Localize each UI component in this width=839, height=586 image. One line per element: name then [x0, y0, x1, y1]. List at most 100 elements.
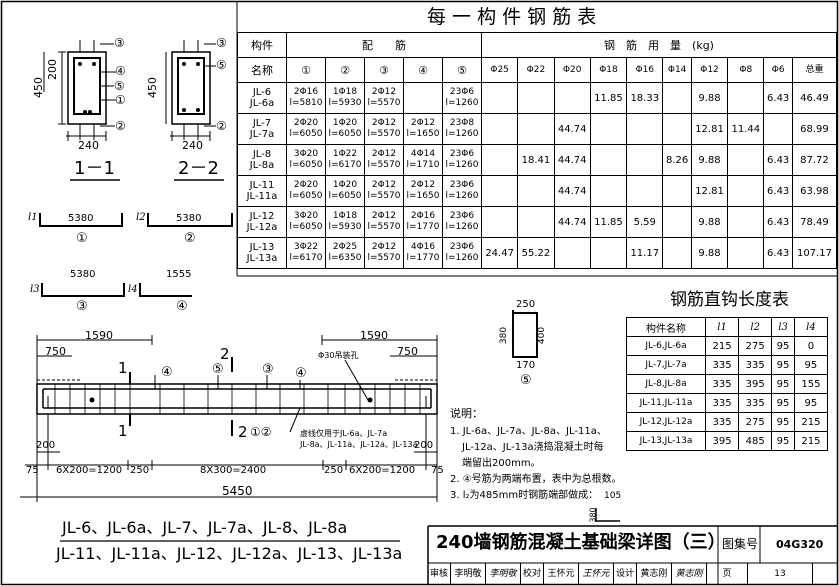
hook-cell: JL-12,JL-12a [626, 412, 706, 432]
callout-4-s1: ④ [115, 64, 126, 78]
rebar-th-bar-2: ② [325, 57, 365, 83]
rebar-th-diam-5: Φ14 [662, 57, 692, 83]
hook-cell: JL-11,JL-11a [626, 393, 706, 413]
bar2-circle: ② [184, 231, 196, 246]
rebar-weight-cell [727, 82, 765, 114]
hook-cell: 485 [738, 431, 773, 451]
signature-cell: 审核 [428, 563, 451, 585]
dim-450-s1: 450 [32, 77, 45, 98]
hook-cell: JL-6,JL-6a [626, 336, 706, 356]
elev-callout-4: ④ [161, 365, 173, 380]
rebar-th-diam-4: Φ16 [626, 57, 664, 83]
hook-cell: 215 [793, 431, 829, 451]
rebar-bar-cell: 2Φ16 l=1770 [403, 206, 443, 238]
section-2-marks: ①② [250, 425, 272, 439]
rebar-weight-cell: 9.88 [690, 237, 729, 269]
hook-cell: 335 [738, 355, 773, 375]
rebar-table-title: 每 一 构 件 钢 筋 表 [427, 6, 597, 28]
dim-seg3: 8X300=2400 [200, 465, 267, 476]
dim-750-right: 750 [397, 345, 418, 358]
rebar-weight-cell: 9.88 [690, 82, 729, 114]
rebar-bar-cell: 23Φ6 l=1260 [442, 144, 482, 176]
hook-cell: 95 [793, 355, 829, 375]
hook-cell: 95 [771, 374, 795, 394]
rebar-weight-cell [727, 175, 765, 207]
rebar-weight-cell: 9.88 [690, 144, 729, 176]
rebar-bar-cell: 1Φ22 l=6170 [325, 144, 365, 176]
rebar-weight-cell [589, 113, 628, 145]
rebar-bar-cell: 2Φ12 l=5570 [364, 82, 404, 114]
rebar-th-diam-1: Φ22 [517, 57, 555, 83]
note-3: 3. l₂为485mm时钢筋端部做成： [450, 490, 599, 501]
signature-cell: 李明敬 [486, 563, 521, 585]
note-3-dim-b: 380 [588, 507, 598, 523]
rebar-weight-cell [517, 113, 555, 145]
signature-cell: 黄志刚 [672, 563, 707, 585]
rebar-weight-cell [626, 144, 664, 176]
hook-th-0: 构件名称 [626, 317, 706, 337]
rebar-th-name: 名称 [237, 57, 287, 83]
rebar-bar-cell: 23Φ6 l=1260 [442, 82, 482, 114]
callout-3-s2: ③ [216, 36, 227, 50]
rebar-bar-cell: 2Φ12 l=5570 [364, 237, 404, 269]
hook-cell: 335 [704, 374, 740, 394]
rebar-weight-cell: 12.81 [690, 113, 729, 145]
bar1-length: 5380 [68, 213, 94, 224]
hook-table-title: 钢筋直钩长度表 [670, 290, 789, 310]
rebar-weight-cell [662, 113, 692, 145]
rebar-weight-cell [763, 113, 793, 145]
rebar-th-diam-0: Φ25 [480, 57, 519, 83]
rebar-bar-cell: 2Φ12 l=5570 [364, 113, 404, 145]
rebar-bar-cell: 23Φ6 l=1260 [442, 175, 482, 207]
stirrup-hook: 170 [516, 360, 536, 371]
rebar-th-usage: 钢 筋 用 量 (kg) [481, 32, 837, 58]
rebar-weight-cell [589, 175, 628, 207]
bar1-l: l1 [28, 212, 38, 223]
dim-seg5: 6X200=1200 [349, 465, 416, 476]
hook-th-1: l1 [704, 317, 740, 337]
rebar-bar-cell: 3Φ22 l=6170 [286, 237, 326, 269]
rebar-th-diam-9: 总重 [791, 57, 838, 83]
rebar-weight-cell [480, 206, 519, 238]
hook-cell: 95 [771, 355, 795, 375]
rebar-member-name: JL-6 JL-6a [237, 82, 287, 114]
signature-cell: 李明敬 [451, 563, 486, 585]
rebar-th-diam-8: Φ6 [763, 57, 793, 83]
signature-cell: 13 [748, 563, 813, 585]
rebar-weight-cell [626, 175, 664, 207]
dashed-note-1: 虚线仅用于JL-6a、JL-7a [300, 429, 388, 438]
dim-seg4: 250 [324, 465, 344, 476]
dim-240-s2: 240 [182, 139, 203, 152]
rebar-weight-cell: 18.41 [517, 144, 555, 176]
hook-cell: 95 [771, 412, 795, 432]
rebar-th-diam-2: Φ20 [553, 57, 591, 83]
rebar-weight-cell: 11.85 [589, 206, 628, 238]
hook-cell: 215 [704, 336, 740, 356]
stirrup-h1: 380 [499, 326, 510, 345]
section-1-1-label: 1－1 [74, 158, 115, 179]
dim-total: 5450 [222, 484, 253, 498]
rebar-bar-cell: 2Φ12 l=5570 [364, 206, 404, 238]
stirrup-circle: ⑤ [520, 373, 532, 388]
bar3-l: l3 [30, 284, 40, 295]
rebar-bar-cell: 1Φ18 l=5930 [325, 206, 365, 238]
dim-1590-right: 1590 [360, 329, 388, 342]
rebar-member-name: JL-8 JL-8a [237, 144, 287, 176]
note-1a: 1. JL-6a、JL-7a、JL-8a、JL-11a、 [450, 426, 607, 437]
dashed-note-2: JL-8a、JL-11a、JL-12a、JL-13a [300, 440, 418, 449]
rebar-weight-cell [553, 237, 591, 269]
rebar-weight-cell: 6.43 [763, 175, 793, 207]
note-1c: 端留出200mm。 [462, 458, 541, 469]
rebar-weight-cell: 12.81 [690, 175, 729, 207]
rebar-weight-cell [662, 175, 692, 207]
dim-seg1: 6X200=1200 [56, 465, 123, 476]
rebar-table-title-bar: 每 一 构 件 钢 筋 表 [237, 2, 837, 33]
rebar-bar-cell: 3Φ20 l=6050 [286, 144, 326, 176]
hook-cell: 335 [704, 393, 740, 413]
rebar-weight-cell [480, 113, 519, 145]
hook-cell: JL-13,JL-13a [626, 431, 706, 451]
